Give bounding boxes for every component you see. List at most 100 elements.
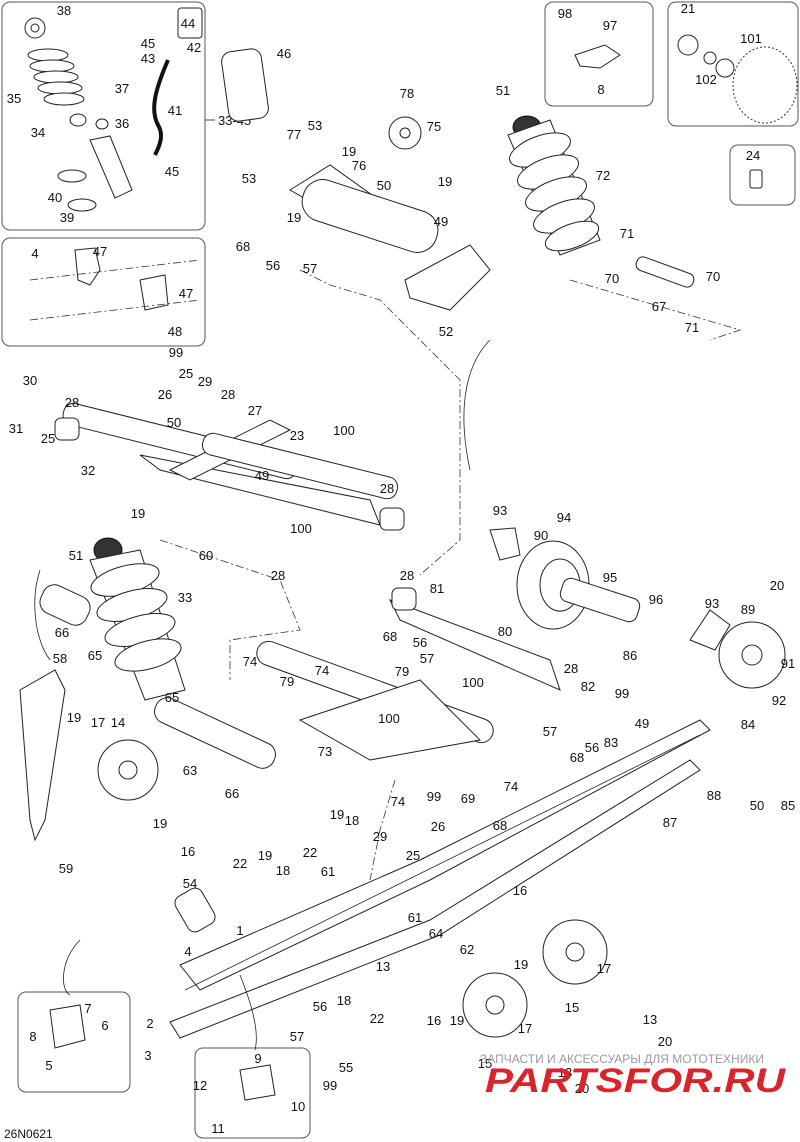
callout-number: 49 — [255, 468, 269, 483]
callout-number: 30 — [23, 373, 37, 388]
callout-number: 22 — [370, 1011, 384, 1026]
callout-number: 86 — [623, 648, 637, 663]
callout-number: 66 — [55, 625, 69, 640]
callout-number: 68 — [383, 629, 397, 644]
callout-number: 93 — [705, 596, 719, 611]
callout-number: 28 — [564, 661, 578, 676]
callout-number: 28 — [271, 568, 285, 583]
callout-number: 51 — [69, 548, 83, 563]
callout-number: 23 — [290, 428, 304, 443]
callout-number: 57 — [290, 1029, 304, 1044]
callout-number: 74 — [243, 654, 257, 669]
callout-number: 53 — [242, 171, 256, 186]
callout-number: 75 — [427, 119, 441, 134]
callout-number: 37 — [115, 81, 129, 96]
callout-number: 46 — [277, 46, 291, 61]
callout-number: 6 — [101, 1018, 108, 1033]
watermark-brand: PARTSFOR.RU — [485, 1062, 787, 1100]
callout-number: 18 — [337, 993, 351, 1008]
callout-number: 58 — [53, 651, 67, 666]
callout-number: 80 — [498, 624, 512, 639]
callout-number: 8 — [597, 82, 604, 97]
callout-number: 13 — [558, 1065, 572, 1080]
lower-wheel-center — [462, 972, 528, 1038]
callout-number: 97 — [603, 18, 617, 33]
callout-number: 98 — [558, 6, 572, 21]
callout-number: 19 — [514, 957, 528, 972]
callout-number: 14 — [111, 715, 125, 730]
callout-number: 67 — [652, 299, 666, 314]
callout-number: 28 — [400, 568, 414, 583]
callout-number: 10 — [291, 1099, 305, 1114]
callout-number: 65 — [88, 648, 102, 663]
callout-number: 26 — [431, 819, 445, 834]
callout-number: 56 — [585, 740, 599, 755]
callout-number: 72 — [596, 168, 610, 183]
callout-number: 47 — [179, 286, 193, 301]
callout-number: 89 — [741, 602, 755, 617]
callout-number: 4 — [184, 944, 191, 959]
callout-number: 90 — [534, 528, 548, 543]
callout-number: 96 — [649, 592, 663, 607]
rear-shock-top — [507, 115, 695, 288]
callout-number: 54 — [183, 876, 197, 891]
callout-number: 59 — [59, 861, 73, 876]
callout-number: 93 — [493, 503, 507, 518]
callout-number: 32 — [81, 463, 95, 478]
callout-number: 85 — [781, 798, 795, 813]
rear-swing-arm — [256, 587, 561, 761]
callout-number: 61 — [408, 910, 422, 925]
callout-number: 61 — [321, 864, 335, 879]
callout-number: 29 — [373, 829, 387, 844]
callout-number: 65 — [165, 690, 179, 705]
inset-shock-kit: 33-45 — [1, 1, 269, 231]
front-shock — [39, 537, 186, 701]
callout-number: 83 — [604, 735, 618, 750]
callout-number: 36 — [115, 116, 129, 131]
callout-number: 22 — [303, 845, 317, 860]
callout-number: 28 — [65, 395, 79, 410]
callout-number: 78 — [400, 86, 414, 101]
callout-number: 81 — [430, 581, 444, 596]
callout-number: 71 — [685, 320, 699, 335]
lower-wheel-right — [542, 919, 608, 985]
idler-wheel-top — [489, 527, 641, 630]
callout-number: 99 — [615, 686, 629, 701]
callout-number: 20 — [575, 1081, 589, 1096]
callout-number: 102 — [695, 72, 717, 87]
callout-number: 64 — [429, 926, 443, 941]
callout-number: 57 — [420, 651, 434, 666]
callout-number: 38 — [57, 3, 71, 18]
callout-number: 62 — [460, 942, 474, 957]
callout-number: 29 — [198, 374, 212, 389]
callout-number: 2 — [146, 1016, 153, 1031]
callout-number: 39 — [60, 210, 74, 225]
callout-number: 5 — [45, 1058, 52, 1073]
callout-number: 19 — [131, 506, 145, 521]
callout-number: 94 — [557, 510, 571, 525]
callout-number: 33 — [178, 590, 192, 605]
callout-number: 19 — [153, 816, 167, 831]
callout-number: 25 — [406, 848, 420, 863]
callout-number: 51 — [496, 83, 510, 98]
callout-number: 70 — [605, 271, 619, 286]
inset-clip — [1, 237, 206, 347]
callout-number: 11 — [211, 1121, 225, 1136]
callout-number: 99 — [323, 1078, 337, 1093]
callout-number: 56 — [313, 999, 327, 1014]
callout-number: 79 — [395, 664, 409, 679]
callout-number: 19 — [450, 1013, 464, 1028]
callout-number: 17 — [518, 1021, 532, 1036]
callout-number: 9 — [254, 1051, 261, 1066]
front-swing-arm — [54, 402, 405, 531]
callout-number: 82 — [581, 679, 595, 694]
spring-part — [27, 48, 85, 106]
callout-number: 25 — [179, 366, 193, 381]
callout-number: 99 — [427, 789, 441, 804]
callout-number: 19 — [258, 848, 272, 863]
front-arm-assembly — [289, 116, 491, 311]
callout-number: 19 — [342, 144, 356, 159]
callout-number: 35 — [7, 91, 21, 106]
callout-number: 15 — [565, 1000, 579, 1015]
callout-number: 44 — [181, 16, 195, 31]
